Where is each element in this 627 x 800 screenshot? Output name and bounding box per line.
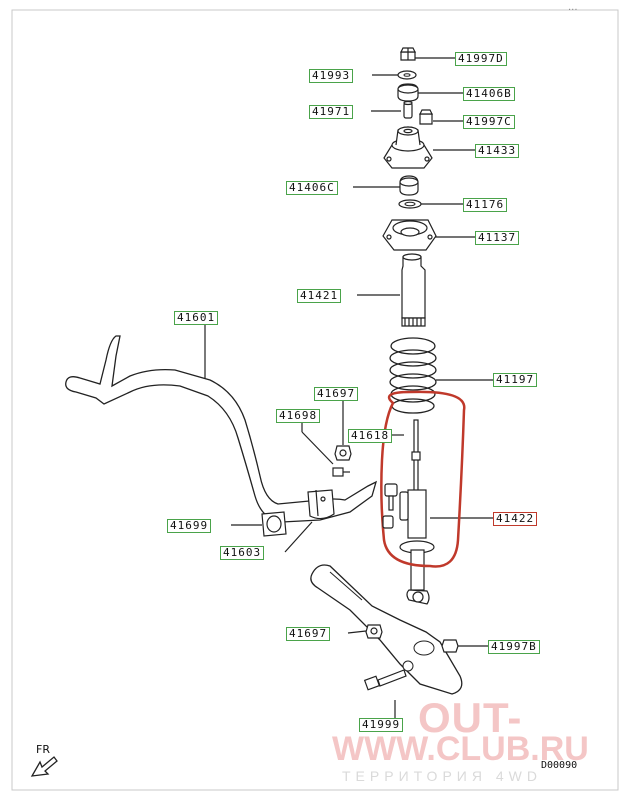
front-direction-icon [30,756,58,777]
watermark-territory: ТЕРРИТОРИЯ 4WD [342,768,542,784]
shock-absorber [399,419,435,605]
arm-nut [365,624,383,639]
stabilizer-link [382,483,409,529]
link-nut-upper [334,445,352,461]
label-41618: 41618 [348,429,393,443]
label-41422: 41422 [493,512,538,526]
label-41971: 41971 [309,105,354,119]
arm-nut-b [441,639,459,653]
arm-bolt [363,669,407,691]
label-41601: 41601 [174,311,219,325]
label-41433: 41433 [475,144,520,158]
coil-spring [389,337,437,414]
lower-bushing [399,175,419,196]
stabilizer-bushing [261,511,287,537]
watermark-club: WWW.CLUB.RU [332,730,589,768]
dust-boot [401,253,426,327]
label-41697-upper: 41697 [314,387,359,401]
top-nut [400,47,416,61]
label-41137: 41137 [475,231,520,245]
upper-bushing [397,83,419,102]
label-41997c: 41997C [463,115,515,129]
washer [397,70,417,80]
label-41697-lower: 41697 [286,627,331,641]
label-41421: 41421 [297,289,342,303]
shock-highlight [380,390,466,568]
diagram-code: D00090 [541,760,578,771]
frame-border [11,9,619,791]
watermark-out: OUT- [418,694,523,741]
bracket-bolt [332,467,350,477]
mount-nut [419,109,433,125]
spring-ring [398,199,422,209]
strut-mount [383,126,433,169]
label-41176: 41176 [463,198,508,212]
label-41406c: 41406C [286,181,338,195]
label-41698: 41698 [276,409,321,423]
label-41603: 41603 [220,546,265,560]
label-41997d: 41997D [455,52,507,66]
label-41999: 41999 [359,718,404,732]
lower-arm [310,564,463,695]
front-label: FR [36,743,50,756]
label-41406b: 41406B [463,87,515,101]
stabilizer-bracket [307,489,335,520]
label-41997b: 41997B [488,640,540,654]
upper-spring-seat [382,219,437,251]
label-41197: 41197 [493,373,538,387]
corner-mark: ... [568,2,578,13]
label-41699: 41699 [167,519,212,533]
label-41993: 41993 [309,69,354,83]
collar [403,100,413,119]
